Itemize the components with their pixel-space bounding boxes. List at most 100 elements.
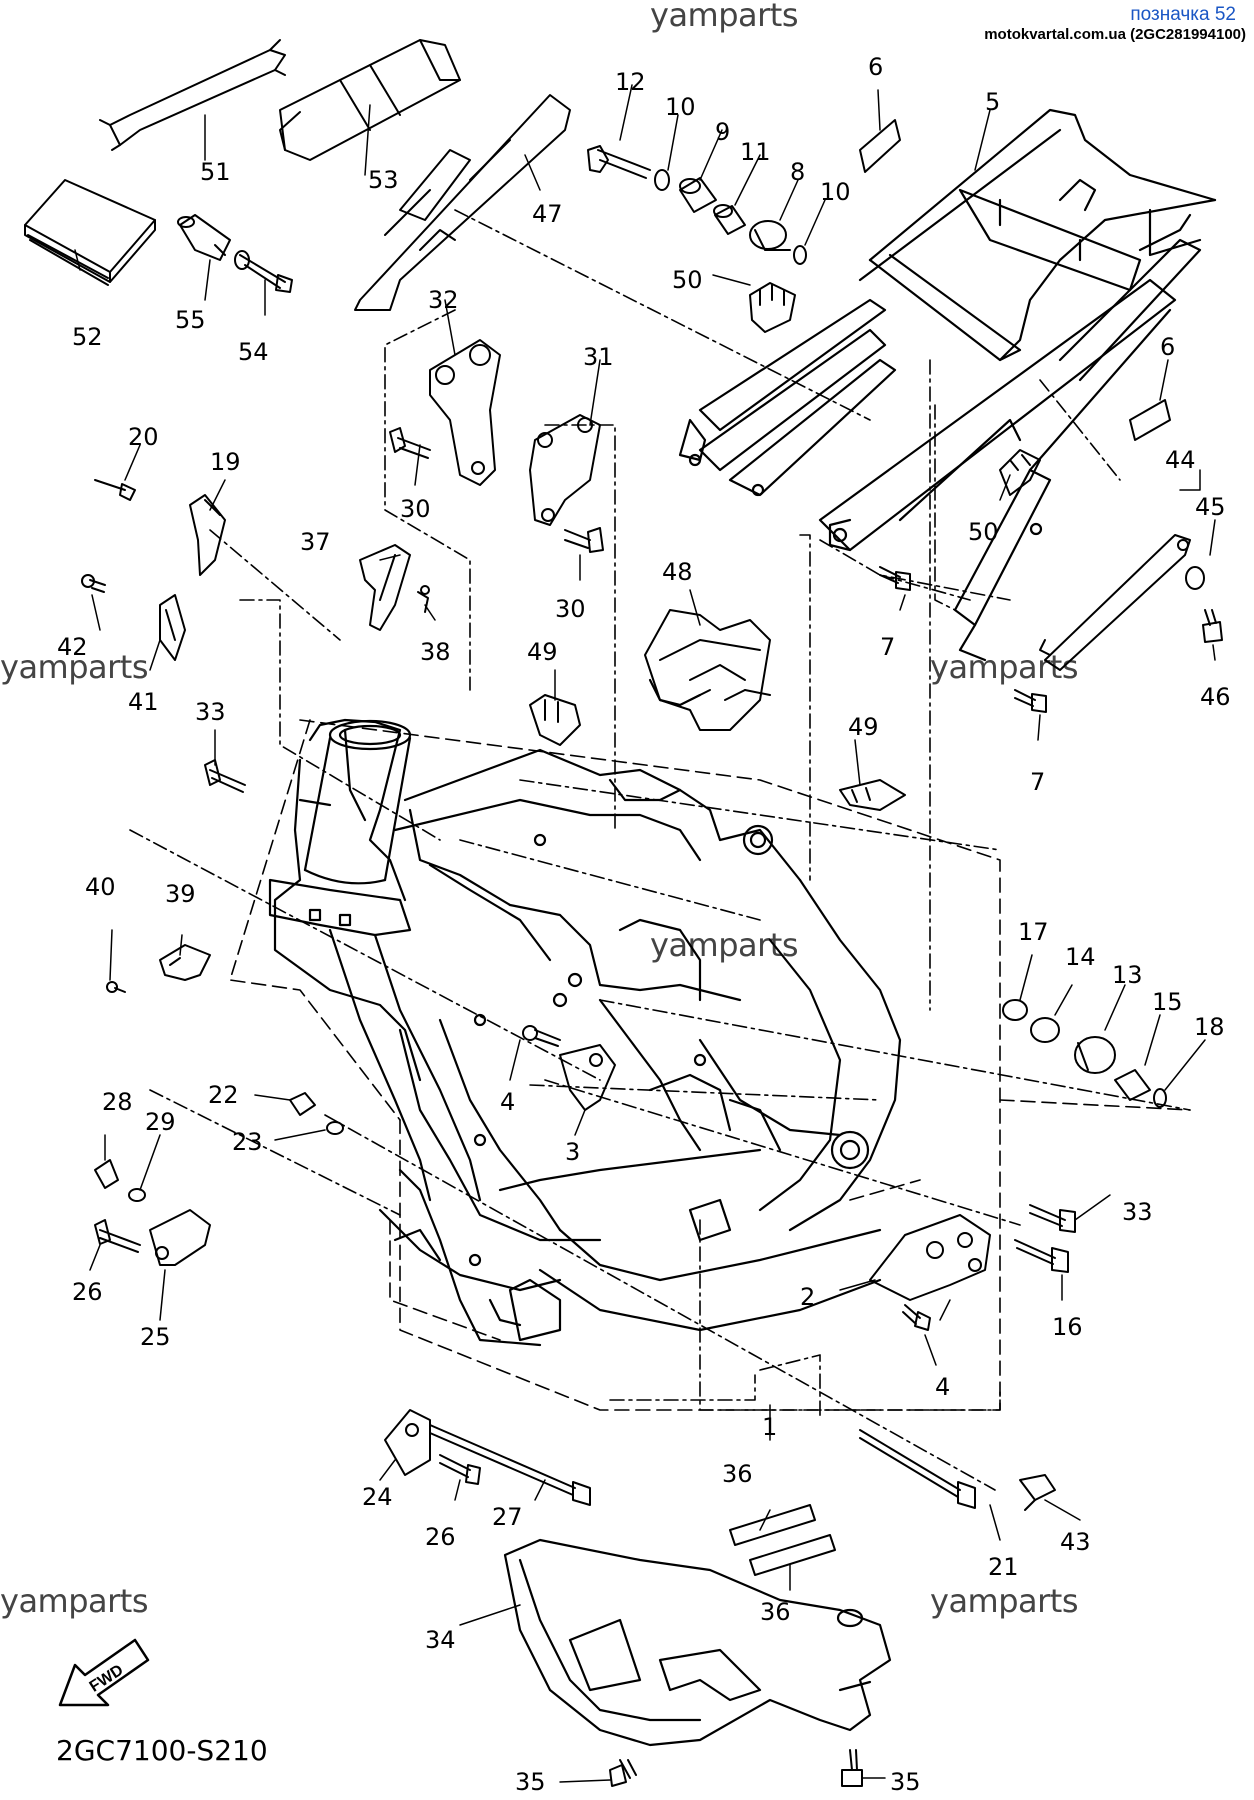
callout-49-lower: 49: [848, 713, 879, 741]
callout-49-upper: 49: [527, 638, 558, 666]
bolt-part-26-lower: [439, 1454, 481, 1485]
nut-part-28: [94, 1159, 119, 1189]
callout-24: 24: [362, 1483, 393, 1511]
callout-48: 48: [662, 558, 693, 586]
bolt-part-42: [81, 574, 106, 593]
callout-20: 20: [128, 423, 159, 451]
callout-6-lower: 6: [1160, 333, 1175, 361]
callout-39: 39: [165, 880, 196, 908]
collar-part-17: [1002, 999, 1028, 1021]
bushing-part-8: [749, 220, 791, 251]
callout-3: 3: [565, 1138, 580, 1166]
callout-31: 31: [583, 343, 614, 371]
watermark-top: yamparts: [650, 0, 799, 34]
bracket-part-25: [149, 1209, 211, 1266]
bracket-part-39: [159, 944, 211, 981]
pin-part-20: [94, 479, 136, 501]
clamp-part-50-lower: [999, 449, 1041, 496]
fwd-arrow-icon: FWD: [58, 1638, 150, 1707]
callout-55: 55: [175, 306, 206, 334]
bracket-part-19: [189, 494, 226, 576]
callout-16: 16: [1052, 1313, 1083, 1341]
callout-27: 27: [492, 1503, 523, 1531]
callout-42: 42: [57, 633, 88, 661]
callout-43: 43: [1060, 1528, 1091, 1556]
callout-7-lower: 7: [1030, 768, 1045, 796]
guard-part-48: [644, 609, 771, 731]
callout-6-upper: 6: [868, 53, 883, 81]
label-part-6-upper: [859, 119, 901, 173]
callout-7-upper: 7: [880, 633, 895, 661]
guide-lines: [129, 209, 1191, 1491]
bolt-part-21: [859, 1429, 976, 1509]
callout-41: 41: [128, 688, 159, 716]
bolt-part-27: [429, 1424, 591, 1506]
callout-50-upper: 50: [672, 266, 703, 294]
bolt-part-30-upper: [389, 427, 431, 459]
pad-part-36-lower: [749, 1534, 836, 1576]
bushing-part-13: [1074, 1036, 1116, 1074]
bolt-part-4-lower: [902, 1304, 931, 1331]
bracket-part-32: [429, 339, 501, 486]
washer-part-10-b: [793, 245, 807, 265]
frame-boundary-lines: [229, 719, 1191, 1411]
callout-9: 9: [715, 118, 730, 146]
bolt-part-4-upper: [522, 1025, 561, 1047]
engine-bracket-part-2: [869, 1214, 991, 1301]
callout-26-left: 26: [72, 1278, 103, 1306]
callout-22: 22: [208, 1081, 239, 1109]
callout-5: 5: [985, 88, 1000, 116]
nut-part-22: [289, 1092, 316, 1116]
bracket-part-3: [559, 1044, 616, 1111]
bolt-part-7-upper: [879, 566, 911, 591]
watermark-bottom-left: yamparts: [0, 1582, 149, 1620]
bolt-part-55: [177, 214, 231, 261]
callout-1: 1: [762, 1413, 777, 1441]
bolt-part-12: [587, 145, 651, 179]
stay-part-44: [1039, 534, 1191, 671]
callout-8: 8: [790, 158, 805, 186]
callout-17: 17: [1018, 918, 1049, 946]
bolt-part-54: [234, 250, 293, 293]
callout-32: 32: [428, 286, 459, 314]
leader-lines: [74, 84, 1216, 1783]
skid-plate-part-34: [503, 1538, 892, 1747]
callout-44: 44: [1165, 446, 1196, 474]
callout-19: 19: [210, 448, 241, 476]
owners-manual-part-52: [24, 179, 156, 286]
collar-part-15: [1114, 1069, 1151, 1101]
label-part-6-lower: [1129, 399, 1171, 441]
callout-53: 53: [368, 166, 399, 194]
callout-37: 37: [300, 528, 331, 556]
callout-36-upper: 36: [722, 1460, 753, 1488]
clip-part-37: [359, 544, 411, 631]
reference-link[interactable]: позначка 52: [1130, 4, 1236, 25]
bolt-part-33-upper: [204, 759, 246, 793]
callout-13: 13: [1112, 961, 1143, 989]
callout-51: 51: [200, 158, 231, 186]
callout-50-lower: 50: [968, 518, 999, 546]
callout-4-lower: 4: [935, 1373, 950, 1401]
bolt-part-26-upper: [94, 1219, 141, 1253]
callout-25: 25: [140, 1323, 171, 1351]
cotter-pin-part-43: [1019, 1474, 1056, 1511]
callout-40: 40: [85, 873, 116, 901]
callout-46: 46: [1200, 683, 1231, 711]
callout-10-a: 10: [665, 93, 696, 121]
bolt-part-35-right: [841, 1749, 863, 1787]
chain-guide-part-47: [354, 94, 571, 311]
bolt-part-46: [1202, 609, 1223, 643]
callout-15: 15: [1152, 988, 1183, 1016]
callout-21: 21: [988, 1553, 1019, 1581]
callout-2: 2: [800, 1283, 815, 1311]
callout-11: 11: [740, 138, 771, 166]
bushing-part-14: [1030, 1017, 1060, 1043]
socket-tool-part-53: [279, 39, 461, 161]
bolt-part-33-lower: [1029, 1204, 1076, 1233]
steering-head: [268, 719, 412, 937]
callout-numbers: 1 2 3 4 4 5 6 6 7 7 8 9 10 10 11 12 13 1…: [57, 53, 1231, 1796]
callout-35-left: 35: [515, 1768, 546, 1796]
callout-30-lower: 30: [555, 595, 586, 623]
callout-36-lower: 36: [760, 1598, 791, 1626]
